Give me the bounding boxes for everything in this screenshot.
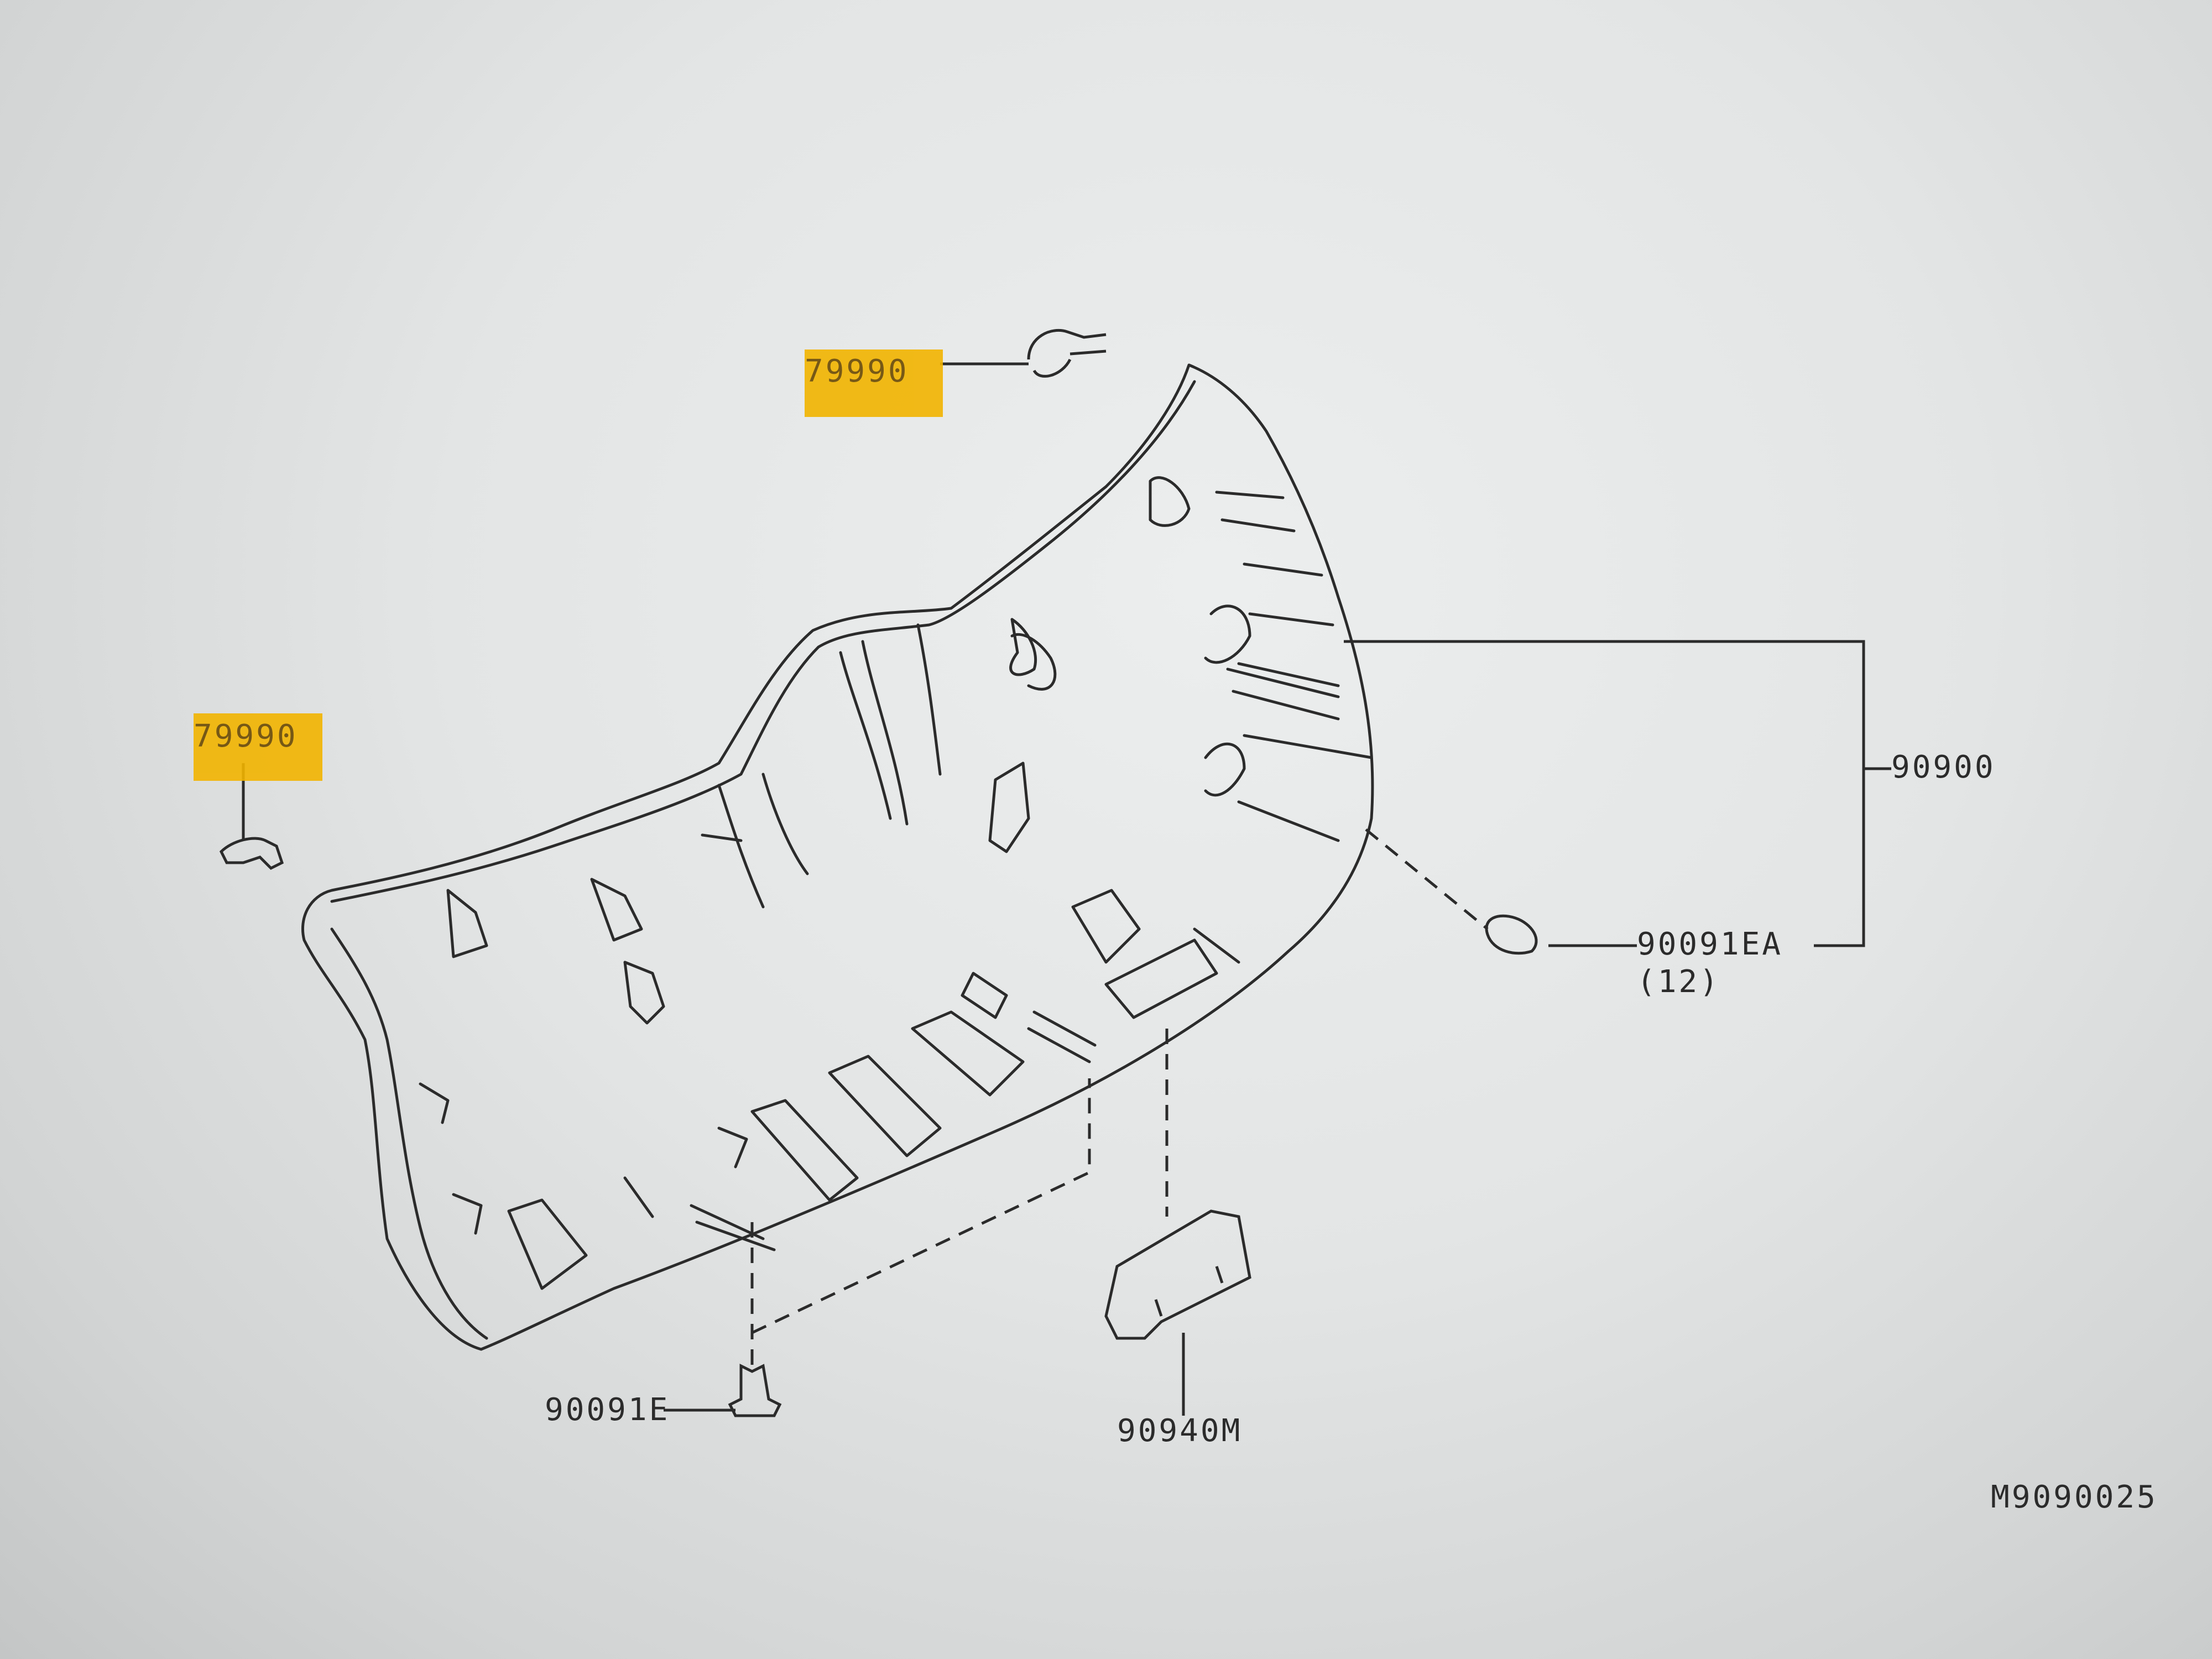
trim-panel-outline (301, 363, 1374, 1351)
clip-top-icon (1027, 328, 1107, 378)
trim-panel-rim (330, 380, 1196, 903)
clip-ea-icon (1485, 914, 1538, 955)
highlight-left: 79990 (194, 713, 322, 781)
handle-icon (1104, 1209, 1251, 1340)
callout-79990-left[interactable]: 79990 (194, 718, 298, 754)
callout-90091e[interactable]: 90091E (545, 1392, 670, 1428)
callout-90091ea[interactable]: 90091EA (1637, 926, 1783, 962)
callout-79990-top[interactable]: 79990 (805, 353, 909, 389)
highlight-top: 79990 (805, 349, 943, 417)
callout-90091ea-qty: (12) (1637, 964, 1720, 1000)
diagram-id: M9090025 (1991, 1479, 2158, 1515)
callout-90900[interactable]: 90900 (1891, 749, 1996, 785)
clip-bottom-icon (728, 1363, 782, 1417)
clip-left-icon (219, 837, 284, 870)
callout-90940m[interactable]: 90940M (1117, 1413, 1243, 1449)
